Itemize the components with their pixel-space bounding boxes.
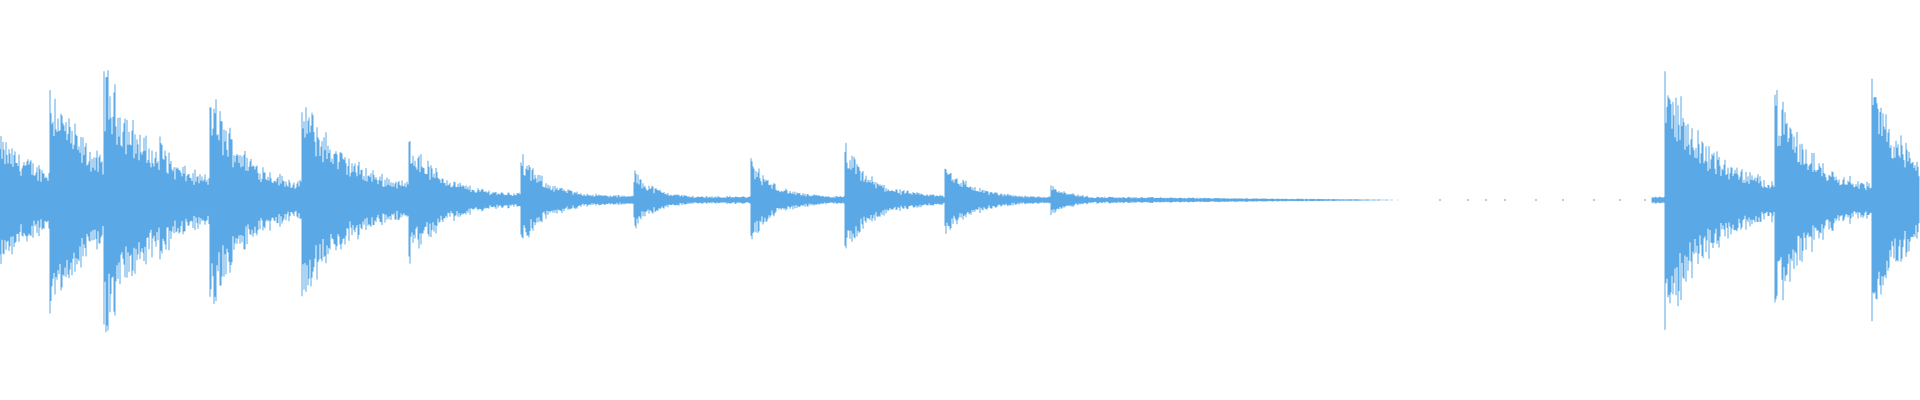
waveform-bars bbox=[0, 70, 1920, 333]
waveform-path bbox=[0, 70, 1920, 333]
waveform-quiet-segment bbox=[1439, 199, 1646, 201]
